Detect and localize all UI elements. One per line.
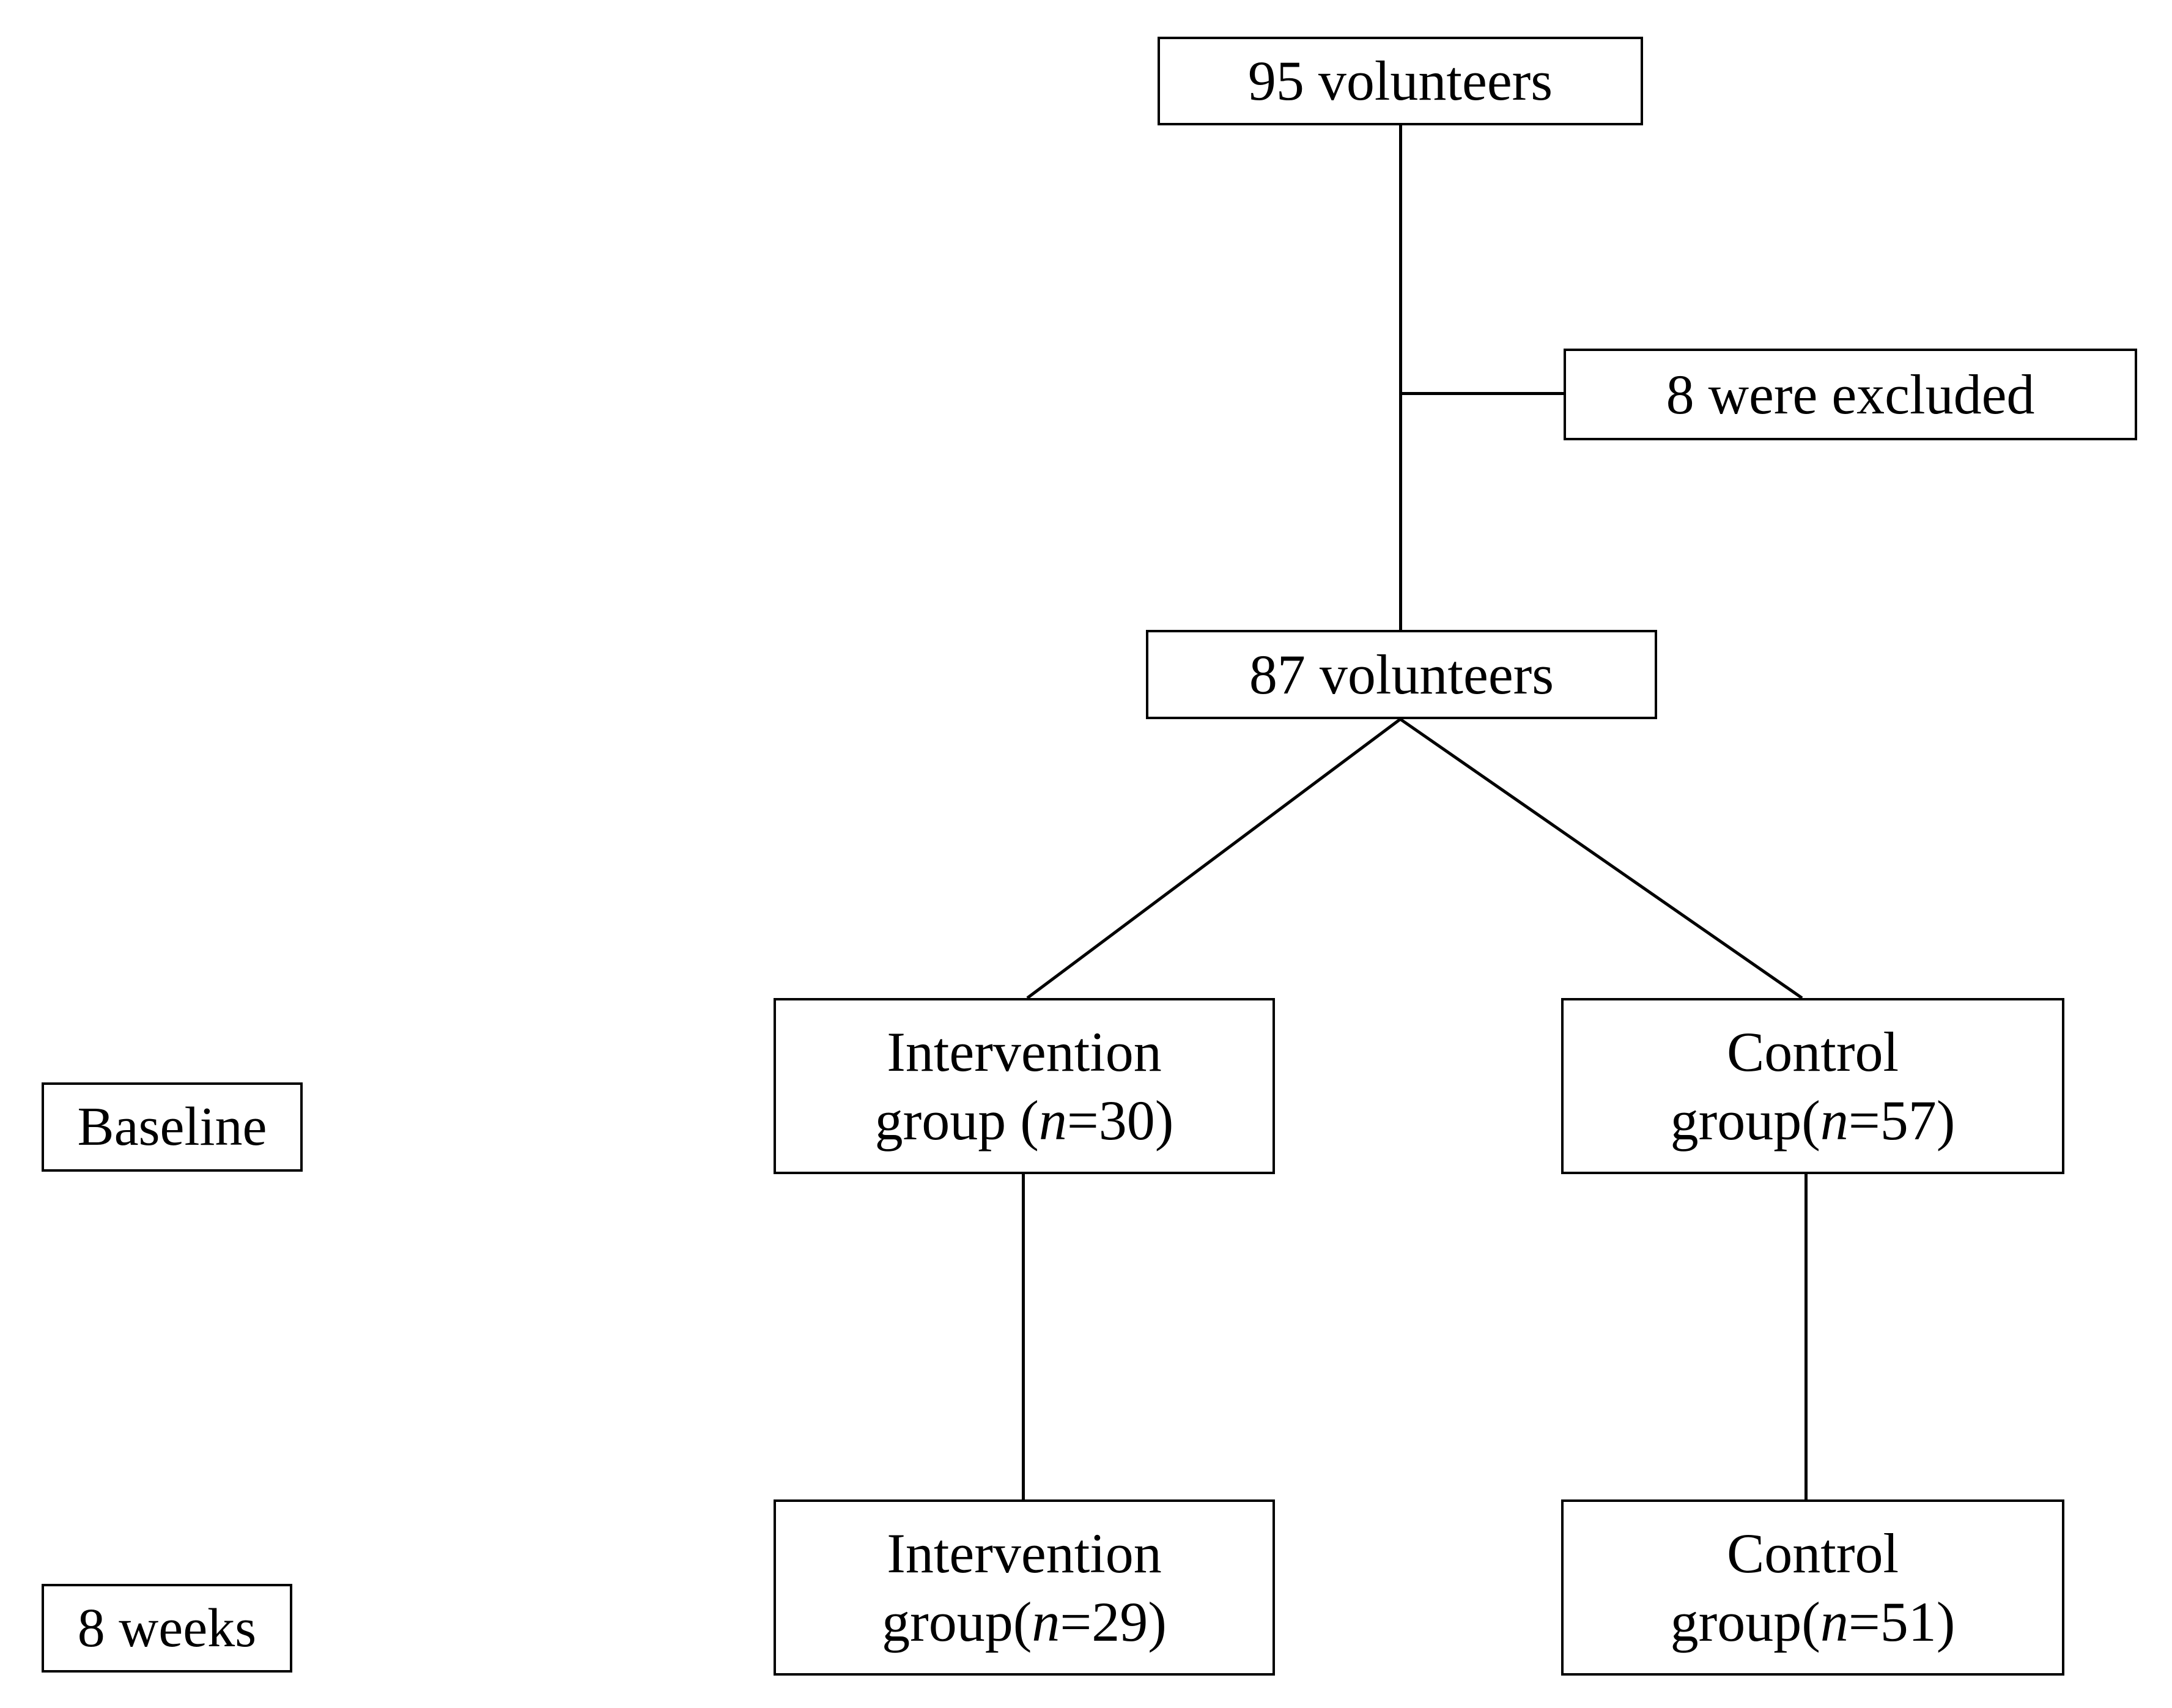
connector-to-excluded — [1399, 392, 1565, 395]
timepoint-label-baseline: Baseline — [42, 1082, 303, 1172]
node-control-group-8weeks-suffix: =51) — [1848, 1591, 1956, 1653]
node-total-volunteers: 95 volunteers — [1158, 37, 1643, 125]
node-excluded: 8 were excluded — [1564, 349, 2137, 440]
node-intervention-group-8weeks-n-italic: n — [1032, 1591, 1060, 1653]
node-intervention-group-baseline: Intervention group (n=30) — [774, 998, 1275, 1174]
node-intervention-group-baseline-n-italic: n — [1038, 1089, 1067, 1152]
node-control-group-baseline-line1: Control — [1726, 1020, 1899, 1083]
node-control-group-8weeks-prefix: group( — [1670, 1591, 1820, 1653]
connector-top-to-eligible — [1399, 124, 1402, 632]
node-control-group-8weeks: Control group(n=51) — [1561, 1499, 2064, 1676]
node-eligible-volunteers-label: 87 volunteers — [1249, 643, 1554, 706]
node-intervention-group-8weeks-line1: Intervention — [887, 1521, 1162, 1584]
node-total-volunteers-label: 95 volunteers — [1247, 50, 1553, 113]
node-intervention-group-8weeks-line2: group(n=29) — [882, 1588, 1167, 1656]
node-eligible-volunteers: 87 volunteers — [1146, 630, 1657, 719]
node-control-group-baseline-prefix: group( — [1670, 1089, 1820, 1152]
node-intervention-group-baseline-prefix: group ( — [874, 1089, 1039, 1152]
timepoint-label-baseline-text: Baseline — [77, 1096, 267, 1158]
timepoint-label-8weeks-text: 8 weeks — [77, 1597, 257, 1658]
node-intervention-group-baseline-suffix: =30) — [1066, 1089, 1174, 1152]
connector-intervention-baseline-to-8weeks — [1022, 1173, 1025, 1501]
node-control-group-8weeks-line2: group(n=51) — [1671, 1588, 1956, 1656]
node-control-group-baseline-n-italic: n — [1820, 1089, 1849, 1152]
node-control-group-baseline: Control group(n=57) — [1561, 998, 2064, 1174]
timepoint-label-8weeks: 8 weeks — [42, 1584, 292, 1673]
connector-control-baseline-to-8weeks — [1804, 1173, 1808, 1501]
node-excluded-label: 8 were excluded — [1666, 363, 2035, 426]
node-intervention-group-8weeks: Intervention group(n=29) — [774, 1499, 1275, 1676]
node-intervention-group-baseline-line1: Intervention — [887, 1020, 1162, 1083]
node-control-group-8weeks-n-italic: n — [1820, 1591, 1849, 1653]
node-intervention-group-8weeks-suffix: =29) — [1060, 1591, 1167, 1653]
node-control-group-baseline-line2: group(n=57) — [1671, 1086, 1956, 1155]
node-intervention-group-baseline-line2: group (n=30) — [875, 1086, 1174, 1155]
node-control-group-8weeks-line1: Control — [1726, 1521, 1899, 1584]
node-intervention-group-8weeks-prefix: group( — [882, 1591, 1032, 1653]
node-control-group-baseline-suffix: =57) — [1848, 1089, 1956, 1152]
